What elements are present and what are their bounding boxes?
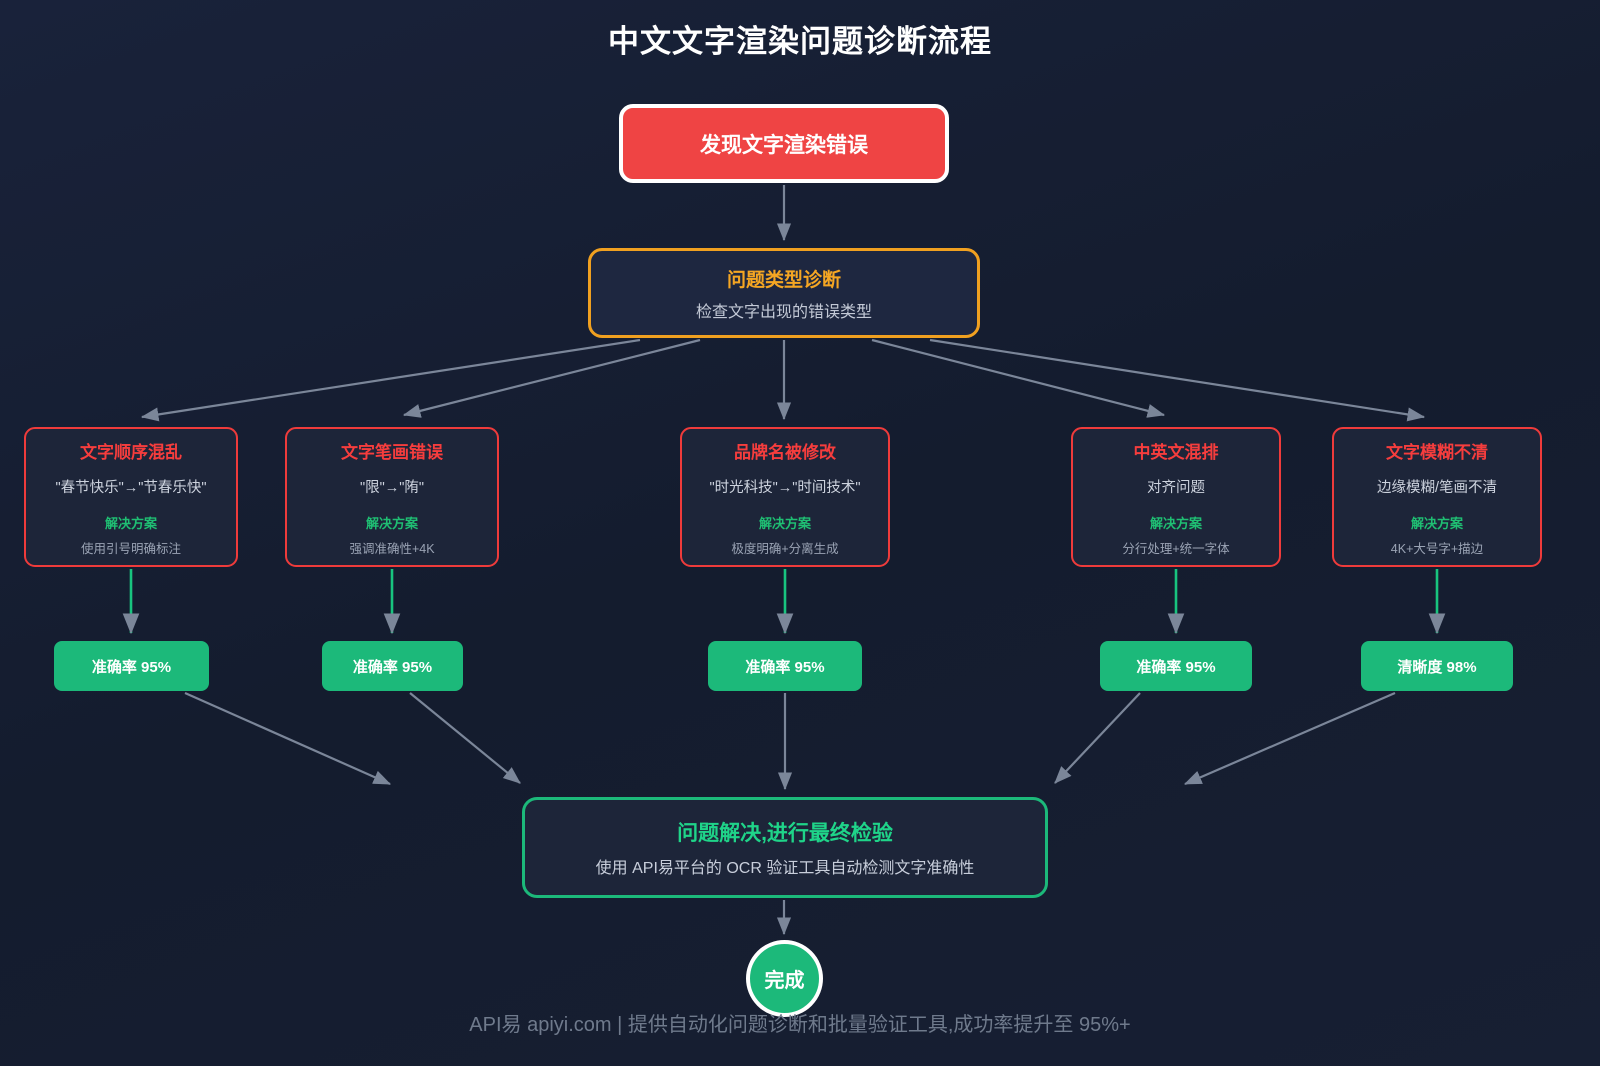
problem-solution: 4K+大号字+描边: [1390, 541, 1484, 556]
result-label: 准确率 95%: [745, 658, 825, 676]
problem-title: 品牌名被修改: [734, 442, 836, 462]
node-start[interactable]: 发现文字渲染错误: [619, 104, 949, 183]
node-result-4[interactable]: 清晰度 98%: [1361, 641, 1513, 691]
node-final-verification[interactable]: 问题解决,进行最终检验 使用 API易平台的 OCR 验证工具自动检测文字准确性: [522, 797, 1048, 898]
problem-example: 边缘模糊/笔画不清: [1376, 479, 1498, 496]
problem-title: 文字笔画错误: [341, 442, 443, 462]
problem-solution-label: 解决方案: [104, 515, 157, 531]
edges-result-to-final: [184, 691, 1396, 791]
problem-example: "限"→"陏": [359, 479, 425, 496]
node-final-title: 问题解决,进行最终检验: [677, 822, 893, 845]
node-problem-1[interactable]: 文字笔画错误 "限"→"陏" 解决方案 强调准确性+4K: [285, 427, 499, 567]
edges-problem-to-result: [122, 569, 1446, 635]
result-label: 准确率 95%: [352, 658, 433, 676]
problem-solution: 强调准确性+4K: [349, 541, 435, 556]
problem-solution-label: 解决方案: [365, 515, 418, 531]
node-result-1[interactable]: 准确率 95%: [322, 641, 463, 691]
problem-title: 文字模糊不清: [1386, 442, 1488, 462]
node-result-0[interactable]: 准确率 95%: [54, 641, 209, 691]
node-start-label: 发现文字渲染错误: [700, 133, 868, 157]
node-diagnose-subtitle: 检查文字出现的错误类型: [695, 303, 872, 321]
problem-example: "时光科技"→"时间技术": [709, 479, 861, 496]
node-problem-0[interactable]: 文字顺序混乱 "春节快乐"→"节春乐快" 解决方案 使用引号明确标注: [24, 427, 238, 567]
problem-solution-label: 解决方案: [1410, 515, 1463, 531]
problem-solution-label: 解决方案: [1149, 515, 1202, 531]
node-problem-4[interactable]: 文字模糊不清 边缘模糊/笔画不清 解决方案 4K+大号字+描边: [1332, 427, 1542, 567]
problem-solution: 使用引号明确标注: [80, 541, 181, 556]
result-label: 准确率 95%: [91, 658, 172, 676]
problem-example: 对齐问题: [1147, 479, 1205, 496]
problem-title: 文字顺序混乱: [80, 442, 182, 462]
edges-diagnose-to-problems: [140, 338, 1426, 422]
result-label: 准确率 95%: [1136, 658, 1216, 676]
node-problem-3[interactable]: 中英文混排 对齐问题 解决方案 分行处理+统一字体: [1071, 427, 1281, 567]
problem-title: 中英文混排: [1133, 442, 1219, 462]
node-end-label: 完成: [764, 970, 805, 992]
problem-solution: 极度明确+分离生成: [731, 541, 839, 556]
problem-solution-label: 解决方案: [758, 515, 811, 531]
node-diagnose[interactable]: 问题类型诊断 检查文字出现的错误类型: [588, 248, 980, 338]
node-result-3[interactable]: 准确率 95%: [1100, 641, 1252, 691]
node-diagnose-title: 问题类型诊断: [726, 269, 841, 291]
page-title: 中文文字渲染问题诊断流程: [608, 24, 992, 59]
problem-example: "春节快乐"→"节春乐快": [55, 479, 207, 496]
footer-caption: API易 apiyi.com | 提供自动化问题诊断和批量验证工具,成功率提升至…: [469, 1014, 1131, 1036]
node-result-2[interactable]: 准确率 95%: [708, 641, 862, 691]
node-final-subtitle: 使用 API易平台的 OCR 验证工具自动检测文字准确性: [595, 860, 975, 877]
result-label: 清晰度 98%: [1397, 658, 1477, 676]
problem-solution: 分行处理+统一字体: [1122, 541, 1230, 556]
node-problem-2[interactable]: 品牌名被修改 "时光科技"→"时间技术" 解决方案 极度明确+分离生成: [680, 427, 890, 567]
node-end[interactable]: 完成: [746, 940, 823, 1017]
